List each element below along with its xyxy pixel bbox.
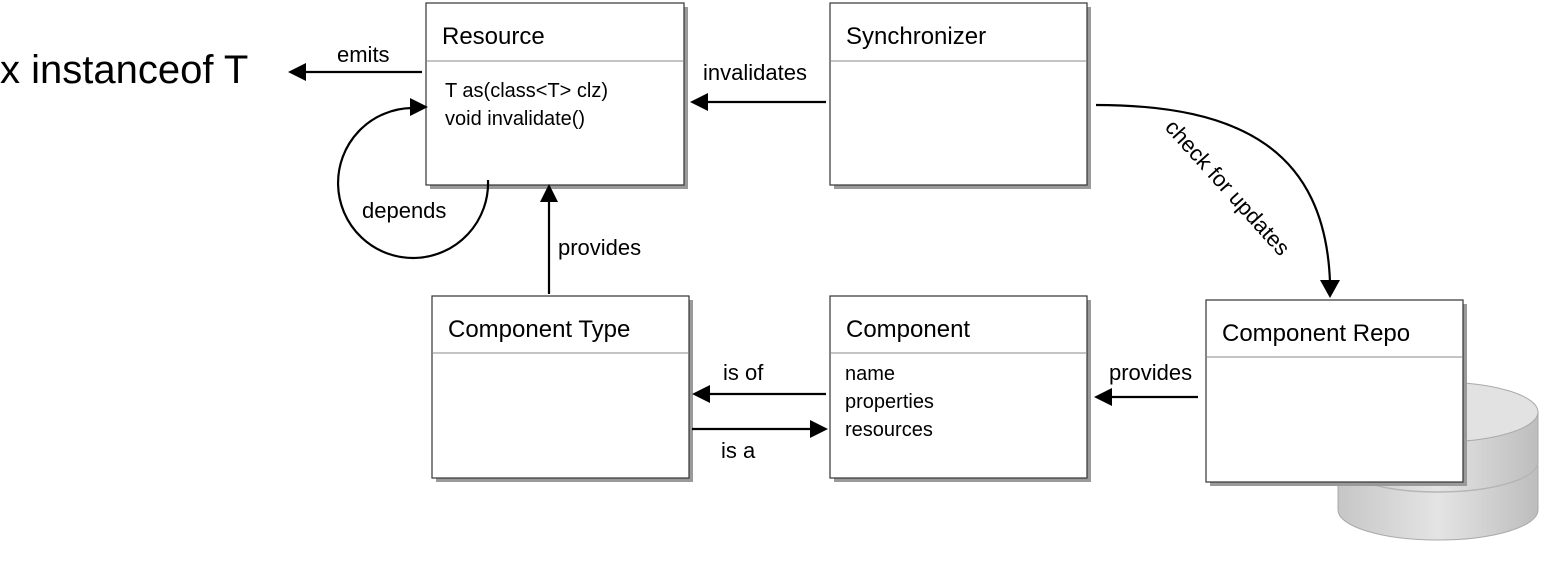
arrowhead-icon bbox=[810, 420, 828, 438]
synchronizer-class[interactable]: Synchronizer bbox=[829, 2, 1091, 189]
component-type-class[interactable]: Component Type bbox=[431, 295, 693, 482]
component-title: Component bbox=[846, 316, 970, 343]
arrowhead-icon bbox=[540, 184, 558, 202]
check-for-updates-label: check for updates bbox=[1160, 115, 1295, 261]
emits-edge: emits bbox=[288, 42, 422, 81]
instanceof-label: x instanceof T bbox=[0, 48, 248, 92]
provides-repo-label: provides bbox=[1109, 360, 1192, 385]
provides-repo-edge: provides bbox=[1094, 360, 1198, 406]
is-of-label: is of bbox=[723, 360, 764, 385]
arrowhead-icon bbox=[692, 385, 710, 403]
synchronizer-title: Synchronizer bbox=[846, 23, 986, 50]
component-attribute: resources bbox=[845, 419, 933, 441]
arrowhead-icon bbox=[1094, 388, 1112, 406]
depends-edge: depends bbox=[337, 98, 490, 260]
component-attribute: name bbox=[845, 363, 895, 385]
arrowhead-icon bbox=[690, 93, 708, 111]
component-repo-title: Component Repo bbox=[1222, 320, 1410, 347]
resource-attribute: T as(class<T> clz) bbox=[445, 80, 608, 102]
resource-title: Resource bbox=[442, 23, 545, 50]
component-class[interactable]: Component name properties resources bbox=[829, 295, 1091, 482]
arrowhead-icon bbox=[410, 98, 428, 116]
component-type-title: Component Type bbox=[448, 316, 630, 343]
invalidates-edge: invalidates bbox=[690, 60, 826, 111]
is-a-label: is a bbox=[721, 438, 756, 463]
provides-type-label: provides bbox=[558, 235, 641, 260]
resource-attribute: void invalidate() bbox=[445, 108, 585, 130]
check-for-updates-edge: check for updates bbox=[1095, 103, 1340, 298]
component-repo-class[interactable]: Component Repo bbox=[1205, 299, 1467, 486]
provides-type-edge: provides bbox=[540, 184, 641, 294]
component-attribute: properties bbox=[845, 391, 934, 413]
invalidates-label: invalidates bbox=[703, 60, 807, 85]
resource-class[interactable]: Resource T as(class<T> clz) void invalid… bbox=[425, 2, 688, 189]
is-a-edge: is a bbox=[692, 420, 828, 463]
depends-label: depends bbox=[362, 198, 446, 223]
is-of-edge: is of bbox=[692, 360, 826, 403]
emits-label: emits bbox=[337, 42, 390, 67]
arrowhead-icon bbox=[288, 63, 306, 81]
arrowhead-icon bbox=[1320, 280, 1340, 298]
